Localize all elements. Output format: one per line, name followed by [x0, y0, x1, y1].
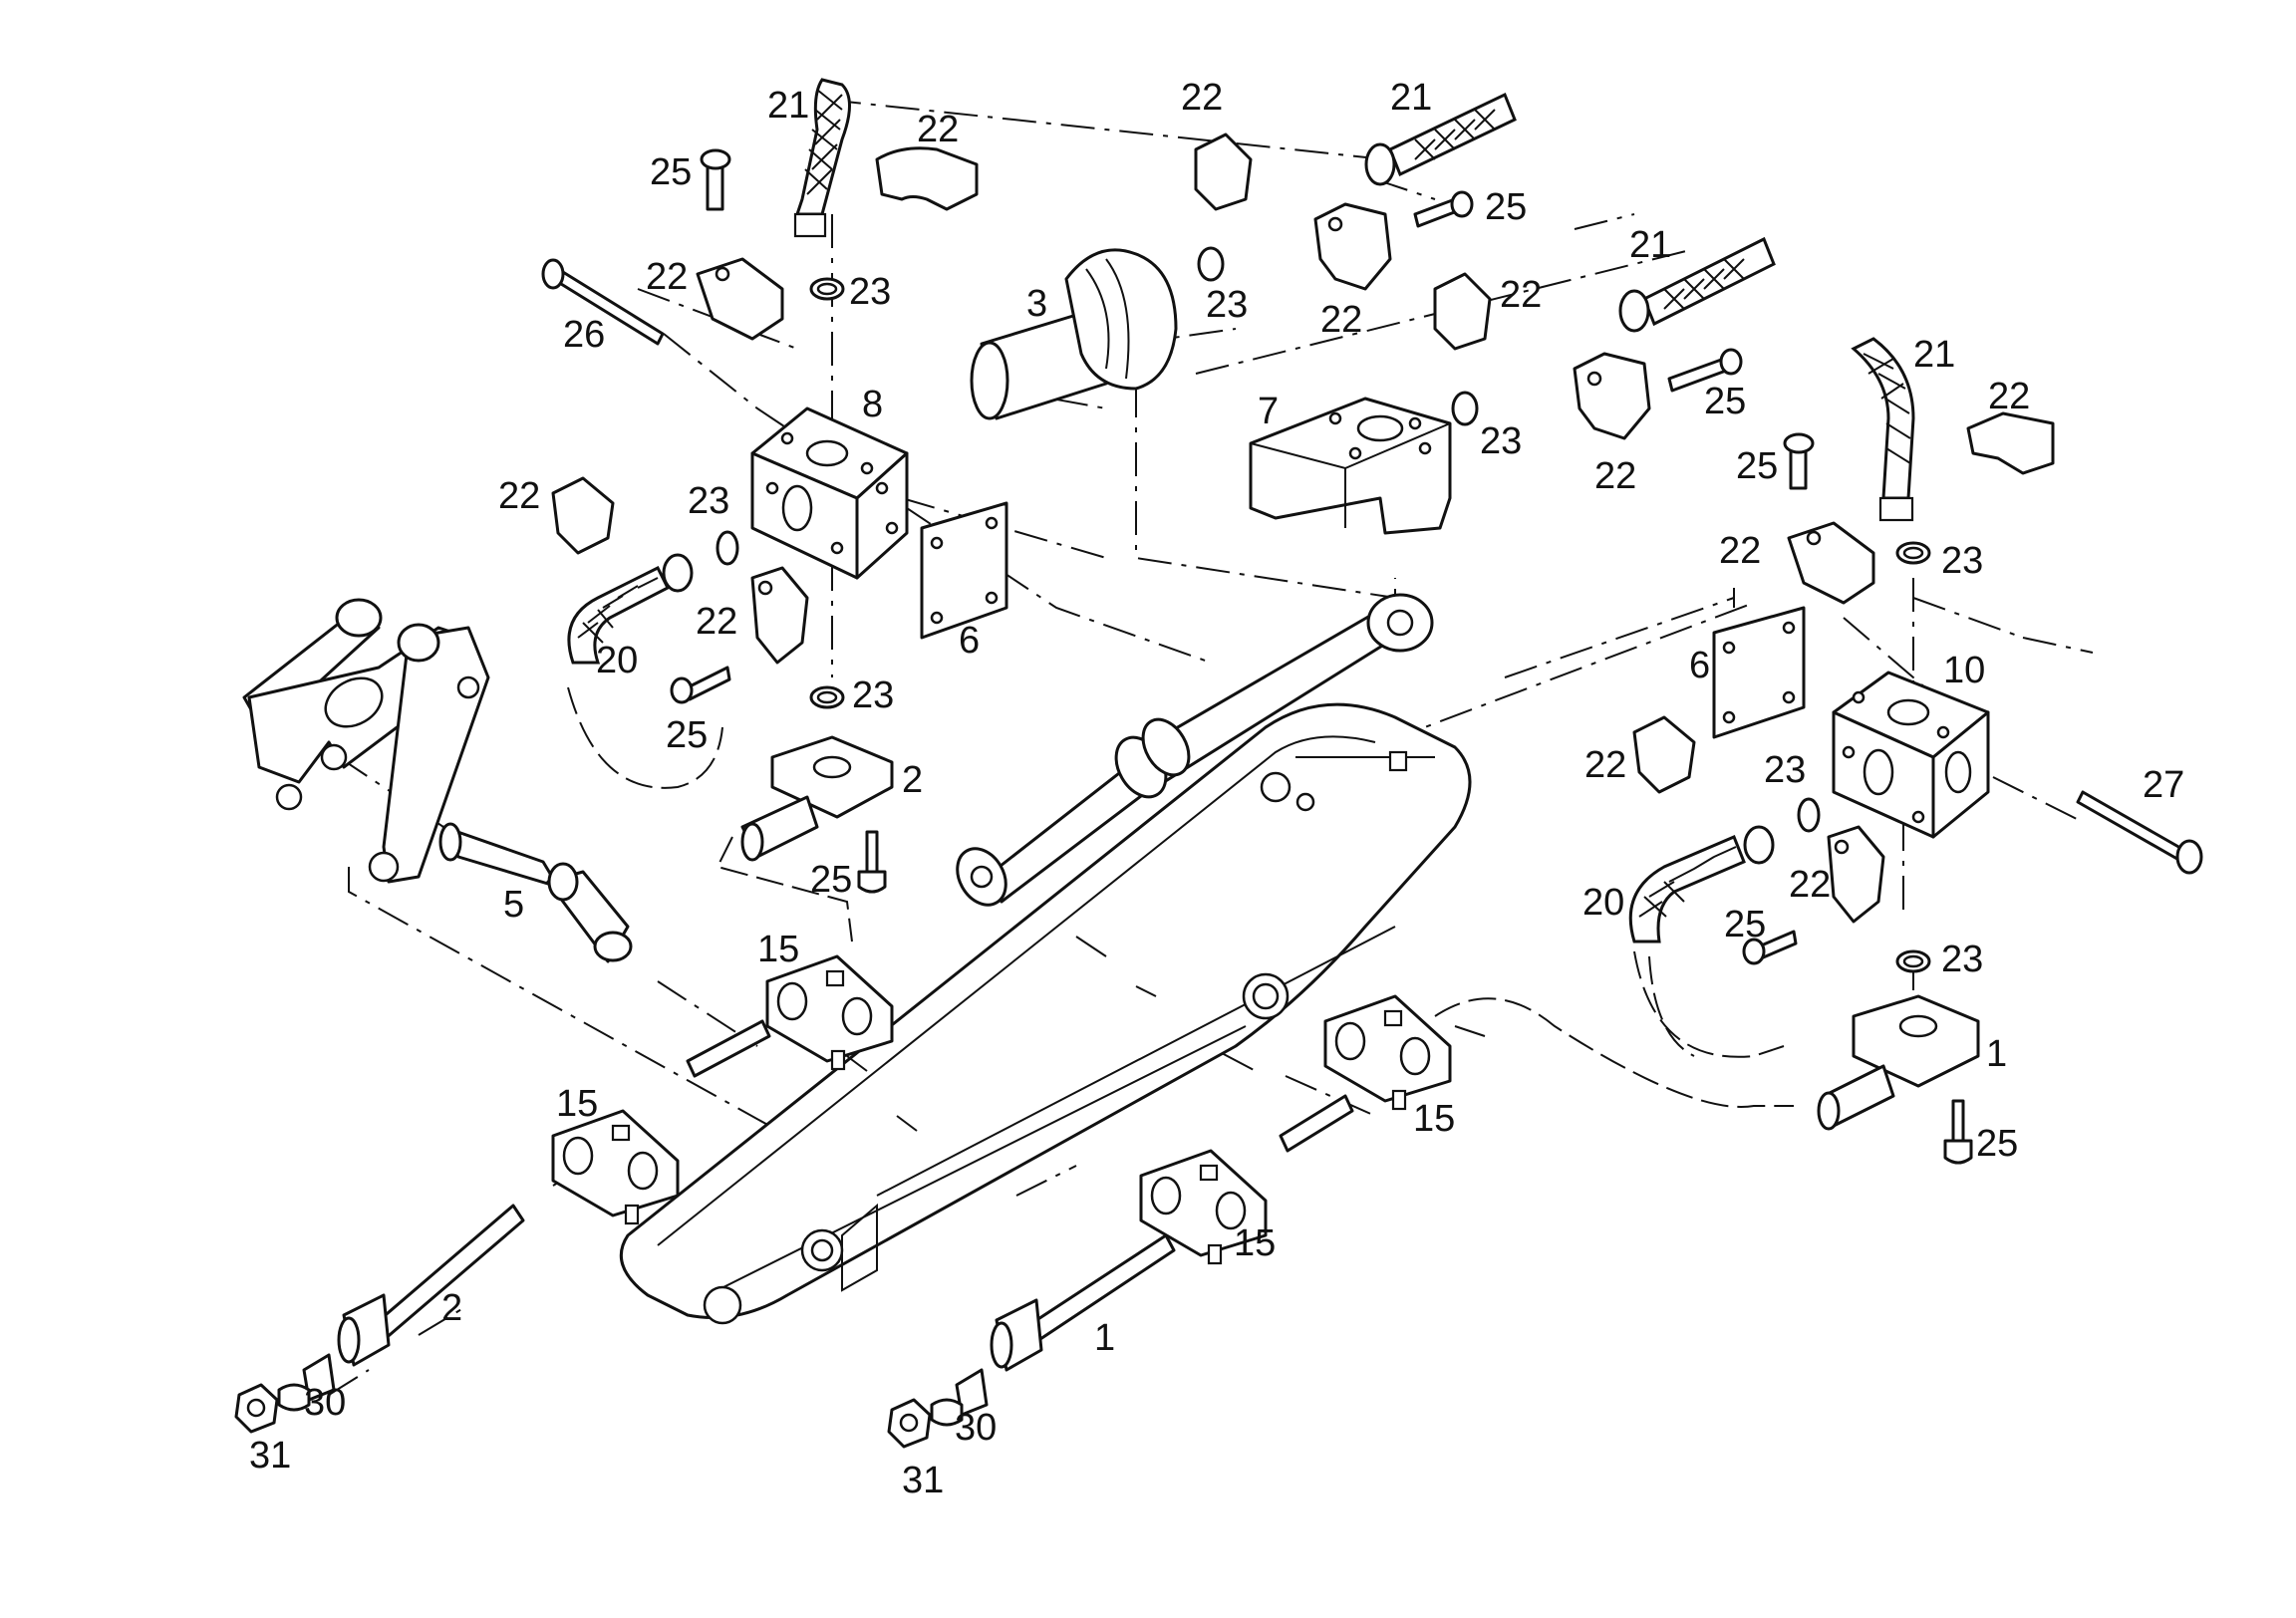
- pipe-segments: [686, 1019, 1354, 1153]
- label-25: 25: [1485, 186, 1527, 228]
- label-22: 22: [1320, 299, 1362, 341]
- label-23: 23: [688, 480, 729, 522]
- clamp-15-c: [1323, 994, 1452, 1111]
- label-25: 25: [810, 859, 852, 901]
- label-22: 22: [696, 601, 737, 643]
- gasket-plate-6-right: [1712, 606, 1806, 739]
- label-25: 25: [650, 151, 692, 193]
- fitting-3: [970, 248, 1178, 420]
- label-22: 22: [1789, 864, 1831, 906]
- label-22: 22: [646, 256, 688, 298]
- label-22: 22: [1181, 77, 1223, 119]
- clamp-15-b: [551, 1109, 680, 1225]
- label-23: 23: [1206, 284, 1248, 326]
- label-15: 15: [556, 1083, 598, 1125]
- label-15: 15: [1413, 1098, 1455, 1140]
- label-22: 22: [498, 475, 540, 517]
- label-30: 30: [304, 1382, 346, 1424]
- hose-20-right: [1628, 825, 1775, 944]
- label-23: 23: [852, 674, 894, 716]
- valve-block-10: [1832, 671, 1990, 839]
- hose-21-top-right: [1364, 92, 1517, 186]
- clamp-15-d: [1139, 1149, 1268, 1265]
- label-22: 22: [1594, 455, 1636, 497]
- label-22: 22: [1500, 274, 1542, 316]
- label-22: 22: [1584, 744, 1626, 786]
- linkage-arm: [242, 598, 490, 884]
- clamp-15-a: [765, 954, 894, 1071]
- o-rings-23: [716, 246, 1931, 973]
- pin-5: [438, 822, 633, 963]
- label-1: 1: [1986, 1033, 2007, 1075]
- label-15: 15: [757, 929, 799, 970]
- label-3: 3: [1026, 283, 1047, 325]
- label-23: 23: [1480, 420, 1522, 462]
- gasket-plate-6-left: [920, 501, 1008, 640]
- label-31: 31: [902, 1460, 944, 1501]
- valve-block-8: [750, 406, 909, 580]
- label-23: 23: [1941, 540, 1983, 582]
- part-labels: 21 22 25 22 23 26 8 22 23 6 22 20 23 25 …: [249, 77, 2184, 1501]
- pipe-2-lower: [234, 1204, 525, 1434]
- label-7: 7: [1258, 391, 1279, 432]
- label-10: 10: [1943, 650, 1985, 691]
- label-2: 2: [902, 759, 923, 801]
- label-22: 22: [1719, 530, 1761, 572]
- label-26: 26: [563, 314, 605, 356]
- label-6: 6: [959, 620, 980, 662]
- label-21: 21: [1390, 77, 1432, 119]
- mounting-block-7: [1249, 397, 1452, 535]
- hose-21-top-left: [793, 78, 851, 238]
- label-20: 20: [1582, 882, 1624, 924]
- label-22: 22: [917, 109, 959, 150]
- bolts: [541, 148, 2203, 965]
- label-21: 21: [767, 85, 809, 127]
- label-2: 2: [441, 1287, 462, 1329]
- elbow-fitting-2-top: [740, 735, 894, 894]
- label-5: 5: [503, 884, 524, 926]
- pipe-1-lower: [887, 1233, 1176, 1449]
- label-25: 25: [1704, 381, 1746, 422]
- label-23: 23: [1941, 939, 1983, 980]
- hydraulic-cylinder: [956, 593, 1434, 907]
- label-27: 27: [2143, 764, 2184, 806]
- label-21: 21: [1913, 334, 1955, 376]
- hose-21-middle: [1618, 236, 1776, 333]
- label-1: 1: [1094, 1317, 1115, 1359]
- label-23: 23: [1764, 749, 1806, 791]
- label-25: 25: [1976, 1123, 2018, 1165]
- label-6: 6: [1689, 645, 1710, 686]
- boom-arm: [619, 702, 1472, 1325]
- elbow-fitting-1-right: [1817, 994, 1980, 1165]
- label-22: 22: [1988, 376, 2030, 417]
- label-20: 20: [596, 640, 638, 681]
- label-25: 25: [666, 714, 708, 756]
- label-25: 25: [1736, 445, 1778, 487]
- label-30: 30: [955, 1407, 997, 1449]
- label-21: 21: [1629, 224, 1671, 266]
- hose-21-right: [1851, 337, 1915, 522]
- hose-20-left: [567, 553, 694, 665]
- label-8: 8: [862, 384, 883, 425]
- label-23: 23: [849, 271, 891, 313]
- label-15: 15: [1234, 1222, 1276, 1264]
- label-25: 25: [1724, 904, 1766, 945]
- flange-halves-22: [551, 133, 2055, 924]
- label-31: 31: [249, 1435, 291, 1477]
